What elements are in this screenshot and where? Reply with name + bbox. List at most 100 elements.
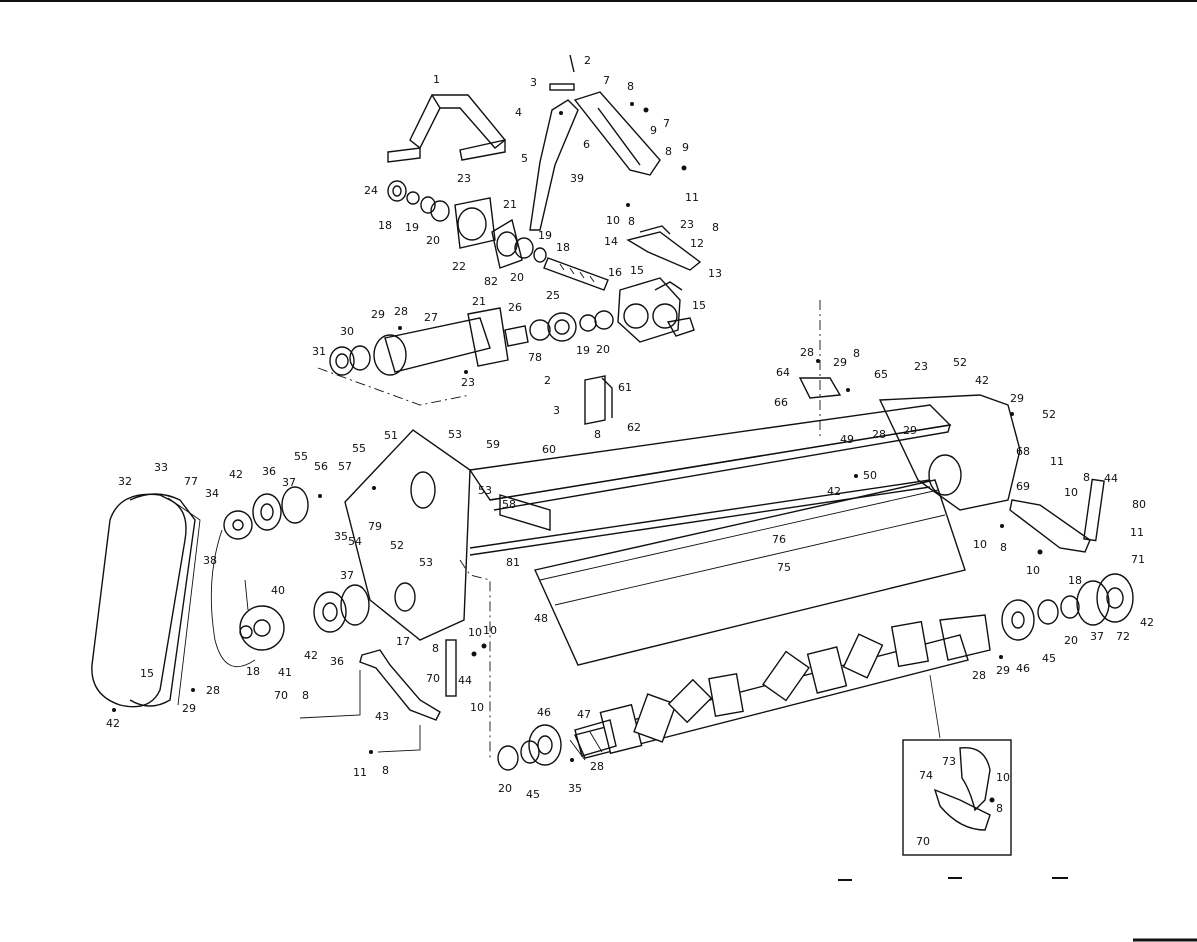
label-59: 59 — [486, 438, 500, 451]
label-28d: 28 — [206, 684, 220, 697]
right-bearing-stack — [491, 218, 609, 291]
label-77: 77 — [184, 475, 198, 488]
label-28f: 28 — [590, 760, 604, 773]
label-50: 50 — [863, 469, 877, 482]
label-10d: 10 — [1064, 486, 1078, 499]
part-27-drive-tube — [329, 307, 614, 376]
label-36b: 36 — [330, 655, 344, 668]
label-56: 56 — [314, 460, 328, 473]
label-18c: 18 — [246, 665, 260, 678]
label-19c: 19 — [576, 344, 590, 357]
part-43-44-skid — [299, 639, 457, 753]
label-58: 58 — [502, 498, 516, 511]
label-47: 47 — [577, 708, 591, 721]
label-82: 82 — [484, 275, 498, 288]
label-2: 2 — [584, 54, 591, 67]
hub-flanges-36-37 — [252, 486, 370, 633]
label-8g: 8 — [432, 642, 439, 655]
label-11c: 11 — [1050, 455, 1064, 468]
label-8c: 8 — [628, 215, 635, 228]
label-20b: 20 — [510, 271, 524, 284]
label-55b: 55 — [294, 450, 308, 463]
assembly-center-line — [317, 367, 471, 406]
label-10f: 10 — [1026, 564, 1040, 577]
label-35b: 35 — [568, 782, 582, 795]
label-64: 64 — [776, 366, 790, 379]
label-23a: 23 — [457, 172, 471, 185]
label-8e: 8 — [594, 428, 601, 441]
label-22: 22 — [452, 260, 466, 273]
label-46a: 46 — [1016, 662, 1030, 675]
label-23b: 23 — [680, 218, 694, 231]
label-43: 43 — [375, 710, 389, 723]
label-68: 68 — [1016, 445, 1030, 458]
label-20d: 20 — [1064, 634, 1078, 647]
label-41: 41 — [278, 666, 292, 679]
label-10a: 10 — [468, 626, 482, 639]
label-16: 16 — [608, 266, 622, 279]
label-23c: 23 — [461, 376, 475, 389]
label-8b: 8 — [665, 145, 672, 158]
label-29c: 29 — [1010, 392, 1024, 405]
label-42b: 42 — [827, 485, 841, 498]
part-51-left-side-plate — [344, 429, 471, 641]
label-4: 4 — [515, 106, 522, 119]
label-51: 51 — [384, 429, 398, 442]
label-19b: 19 — [538, 229, 552, 242]
label-17: 17 — [396, 635, 410, 648]
label-42a: 42 — [975, 374, 989, 387]
label-49: 49 — [840, 433, 854, 446]
label-40: 40 — [271, 584, 285, 597]
part-1-a-frame-bracket — [387, 94, 506, 163]
hardware-dots — [112, 102, 1043, 803]
label-57: 57 — [338, 460, 352, 473]
part-labels: 1 2 3 4 5 6 7 7 8 8 8 8 9 9 10 11 12 13 … — [106, 54, 1154, 848]
label-21a: 21 — [503, 198, 517, 211]
label-8k: 8 — [1000, 541, 1007, 554]
label-81: 81 — [506, 556, 520, 569]
label-10g: 10 — [996, 771, 1010, 784]
label-10b: 10 — [483, 624, 497, 637]
label-61: 61 — [618, 381, 632, 394]
label-8d: 8 — [712, 221, 719, 234]
label-29e: 29 — [182, 702, 196, 715]
sprockets-and-chain — [210, 510, 285, 668]
label-53b: 53 — [478, 484, 492, 497]
label-42d: 42 — [304, 649, 318, 662]
label-42f: 42 — [1140, 616, 1154, 629]
label-18b: 18 — [556, 241, 570, 254]
label-8j: 8 — [1083, 471, 1090, 484]
label-3: 3 — [530, 76, 537, 89]
label-20a: 20 — [426, 234, 440, 247]
label-79: 79 — [368, 520, 382, 533]
label-5: 5 — [521, 152, 528, 165]
part-60-main-beam — [468, 394, 1021, 556]
label-69: 69 — [1016, 480, 1030, 493]
label-39: 39 — [570, 172, 584, 185]
label-44a: 44 — [458, 674, 472, 687]
label-76: 76 — [772, 533, 786, 546]
left-end-bearings — [497, 719, 617, 771]
label-31: 31 — [312, 345, 326, 358]
part-32-33-chain-case — [91, 493, 201, 708]
label-27: 27 — [424, 311, 438, 324]
label-21b: 21 — [472, 295, 486, 308]
right-end-bearings — [1001, 573, 1134, 641]
label-20e: 20 — [498, 782, 512, 795]
label-42e: 42 — [106, 717, 120, 730]
right-brackets-69-44 — [1009, 478, 1105, 553]
label-34: 34 — [205, 487, 219, 500]
part-48-rear-shield — [534, 479, 966, 666]
label-7b: 7 — [663, 117, 670, 130]
label-23d: 23 — [914, 360, 928, 373]
label-36a: 36 — [262, 465, 276, 478]
label-38: 38 — [203, 554, 217, 567]
label-3b: 3 — [553, 404, 560, 417]
label-15c: 15 — [140, 667, 154, 680]
label-35a: 35 — [334, 530, 348, 543]
label-70c: 70 — [916, 835, 930, 848]
part-5-6-hitch-arms — [529, 54, 661, 231]
label-71: 71 — [1131, 553, 1145, 566]
label-10: 10 — [606, 214, 620, 227]
label-28c: 28 — [872, 428, 886, 441]
